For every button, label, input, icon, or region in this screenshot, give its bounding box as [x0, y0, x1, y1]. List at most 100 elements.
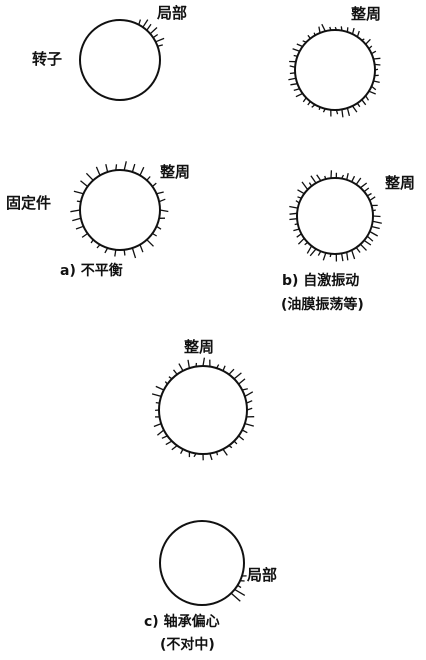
caption-b: b) 自激振动 [282, 273, 360, 289]
part-label-stator: 固定件 [6, 194, 52, 212]
rub-mark [202, 357, 206, 367]
rub-mark [70, 209, 81, 213]
rub-mark [295, 92, 303, 98]
rotor-circle-b-bottom [296, 177, 374, 255]
rub-mark [351, 175, 356, 183]
rub-mark [318, 106, 321, 110]
rub-mark [361, 99, 367, 106]
circle-b-bottom [289, 170, 382, 262]
contact-label-c-top: 整周 [184, 338, 215, 356]
rub-mark [73, 190, 84, 195]
rub-mark [293, 54, 298, 57]
rub-mark [361, 38, 365, 41]
rub-mark [369, 230, 379, 237]
rub-marks-a-bottom [70, 161, 169, 259]
rub-mark [228, 368, 235, 375]
rub-mark [329, 26, 332, 31]
rub-mark [90, 239, 94, 244]
rub-mark [171, 445, 178, 451]
rub-mark [155, 385, 165, 391]
rub-mark [324, 175, 327, 180]
rub-mark [363, 239, 372, 246]
rotor-circle-b-top [294, 29, 376, 111]
rub-mark [131, 163, 136, 173]
rub-mark [244, 391, 254, 397]
rub-mark [346, 252, 349, 261]
rub-mark [222, 448, 228, 456]
rub-mark [215, 451, 219, 456]
rub-mark [123, 249, 126, 256]
rub-mark [365, 95, 370, 101]
rub-mark [152, 33, 159, 39]
rub-mark [164, 381, 168, 385]
rub-mark [159, 209, 169, 213]
rub-mark [105, 164, 109, 173]
rub-mark [142, 19, 149, 28]
rub-mark [372, 215, 381, 218]
rub-mark [292, 48, 300, 52]
rub-mark [297, 189, 305, 195]
rub-mark [304, 241, 309, 246]
rub-mark [371, 225, 380, 230]
rub-mark [289, 65, 296, 68]
rub-mark [75, 225, 84, 230]
rub-mark [246, 400, 253, 404]
circle-c-top [151, 357, 255, 461]
rub-mark [156, 191, 164, 195]
rub-mark [151, 393, 162, 398]
rotor-circle-a-bottom [79, 169, 161, 251]
rub-mark [289, 218, 298, 221]
rub-mark [318, 26, 321, 34]
circle-a-top [79, 19, 165, 101]
rub-mark [115, 164, 118, 171]
rub-mark [149, 27, 158, 35]
rub-mark [329, 253, 332, 258]
rub-mark [178, 363, 184, 372]
rub-mark [288, 77, 297, 81]
rub-mark [230, 592, 241, 602]
rub-mark [371, 85, 377, 91]
rub-mark [371, 50, 377, 55]
rub-mark [156, 429, 165, 436]
rub-mark [216, 364, 220, 369]
rub-mark [317, 250, 322, 256]
rub-mark [369, 196, 376, 202]
circle-c-bottom [159, 520, 247, 606]
rub-mark [293, 228, 300, 232]
rub-mark [307, 34, 311, 39]
rub-mark [297, 237, 305, 245]
rub-mark [96, 244, 101, 249]
rub-mark [313, 32, 316, 36]
rub-mark [153, 422, 162, 428]
contact-label-c-bottom: 局部 [247, 566, 278, 584]
rub-mark [238, 435, 245, 441]
rub-mark [228, 445, 233, 449]
rub-mark [307, 101, 311, 106]
caption-a: a) 不平衡 [60, 263, 123, 279]
rub-mark [302, 40, 307, 43]
rub-mark [360, 182, 368, 189]
rub-mark [366, 235, 374, 242]
rub-mark [114, 249, 117, 257]
rub-mark [309, 248, 317, 257]
rub-mark [322, 108, 326, 113]
rub-mark [368, 45, 373, 50]
rub-mark [373, 80, 380, 84]
rub-mark [123, 161, 127, 171]
rub-mark [341, 174, 345, 179]
rub-mark [146, 176, 151, 181]
rub-mark [289, 205, 298, 209]
rub-mark [80, 180, 89, 188]
rub-mark [365, 38, 371, 45]
rub-mark [322, 252, 327, 261]
rub-mark [156, 225, 162, 230]
rub-mark [139, 166, 145, 176]
rub-mark [242, 388, 248, 391]
rub-marks-a-top [138, 19, 165, 47]
caption-b-line2: (油膜振荡等) [281, 297, 364, 313]
rub-mark [296, 43, 303, 48]
rotor-circle-c-bottom [159, 520, 245, 606]
rub-mark [289, 212, 298, 215]
rub-mark [306, 245, 313, 254]
